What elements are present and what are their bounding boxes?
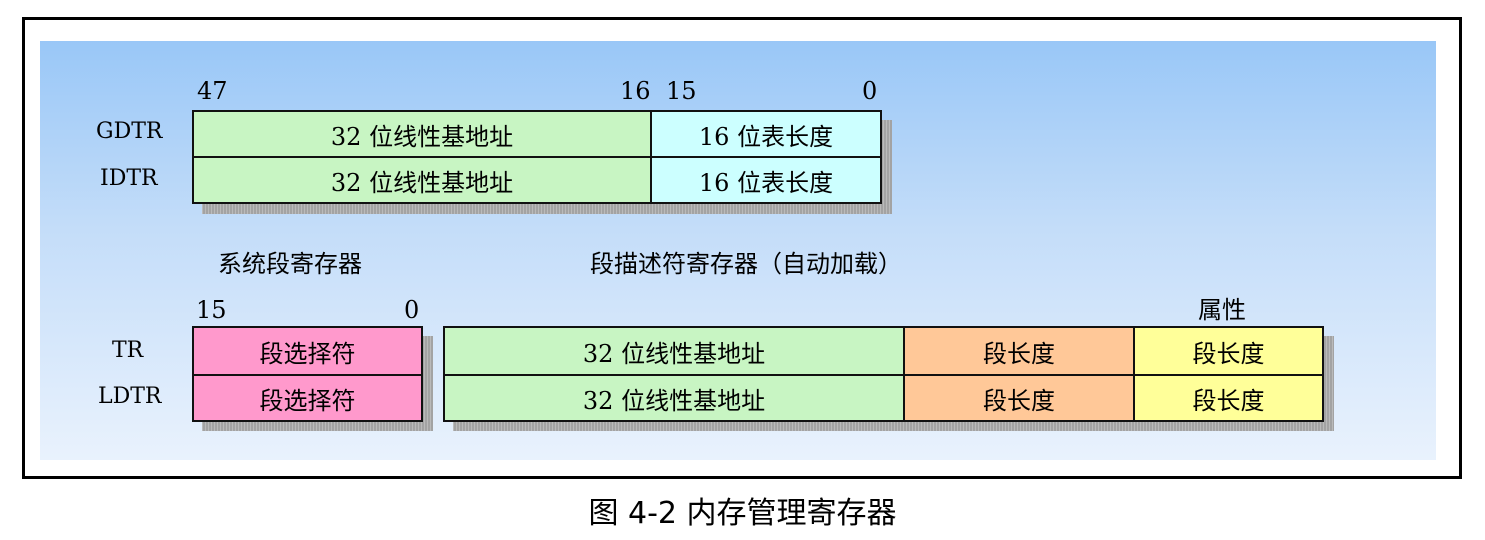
bit-16-label: 16 [620,77,651,105]
bit-47-label: 47 [197,77,228,105]
bit-15-label: 15 [666,77,697,105]
tr-selector-field: 段选择符 [192,326,423,376]
gdtr-base-field: 32 位线性基地址 [192,110,652,158]
tr-label: TR [112,338,144,363]
idtr-base-field: 32 位线性基地址 [192,156,652,204]
gdtr-limit-field: 16 位表长度 [650,110,882,158]
idtr-limit-field: 16 位表长度 [650,156,882,204]
ldtr-base-field: 32 位线性基地址 [443,374,905,422]
figure-caption: 图 4-2 内存管理寄存器 [588,496,897,531]
attribute-heading: 属性 [1198,296,1246,324]
descriptor-heading: 段描述符寄存器（自动加载） [590,250,902,278]
ldtr-attribute-field: 段长度 [1133,374,1324,422]
ldtr-label: LDTR [98,384,162,409]
selector-bit-0-label: 0 [404,296,420,324]
tr-limit-field: 段长度 [903,326,1135,376]
gdtr-label: GDTR [96,119,163,144]
ldtr-selector-field: 段选择符 [192,374,423,422]
selector-bit-15-label: 15 [196,296,227,324]
system-segment-heading: 系统段寄存器 [218,250,362,278]
tr-attribute-field: 段长度 [1133,326,1324,376]
bit-0-label: 0 [862,77,878,105]
idtr-label: IDTR [100,166,158,191]
ldtr-limit-field: 段长度 [903,374,1135,422]
tr-base-field: 32 位线性基地址 [443,326,905,376]
